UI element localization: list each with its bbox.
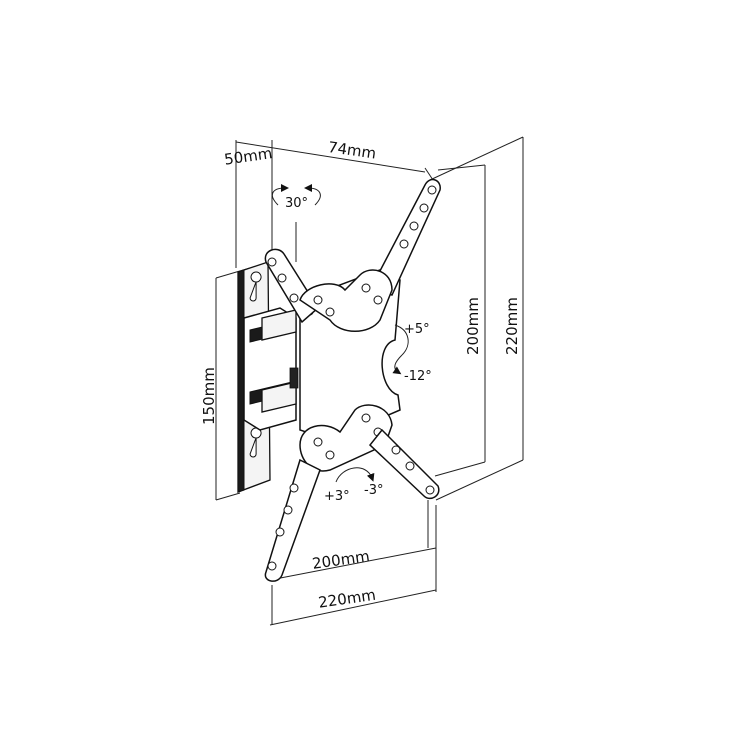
swivel-indicator <box>271 184 321 262</box>
rotation-indicator <box>335 467 375 483</box>
vertical-inner-label: 200mm <box>464 297 482 355</box>
swivel-angle-label: 30° <box>285 196 308 211</box>
tilt-indicator <box>392 324 409 375</box>
right-dimension-lines <box>429 136 524 501</box>
vesa-center-top-bracket <box>299 269 393 332</box>
rotate-positive-label: +3° <box>324 489 350 504</box>
arm-length-label: 74mm <box>327 138 377 163</box>
wall-plate-height-label: 150mm <box>200 367 218 425</box>
vesa-arm-bottom-left <box>264 458 321 582</box>
vertical-outer-label: 220mm <box>503 297 521 355</box>
tilt-down-label: -12° <box>404 369 432 384</box>
tilt-up-label: +5° <box>404 322 430 337</box>
rotate-negative-label: -3° <box>364 483 383 498</box>
horizontal-outer-label: 220mm <box>317 586 377 612</box>
bottom-dimension-lines <box>269 500 437 626</box>
swivel-arm <box>243 307 299 431</box>
top-dimension-lines <box>235 140 434 268</box>
vesa-arm-bottom-right <box>368 428 440 500</box>
horizontal-inner-label: 200mm <box>311 547 371 573</box>
vesa-arm-top-right <box>368 178 441 296</box>
depth-label: 50mm <box>223 144 273 169</box>
